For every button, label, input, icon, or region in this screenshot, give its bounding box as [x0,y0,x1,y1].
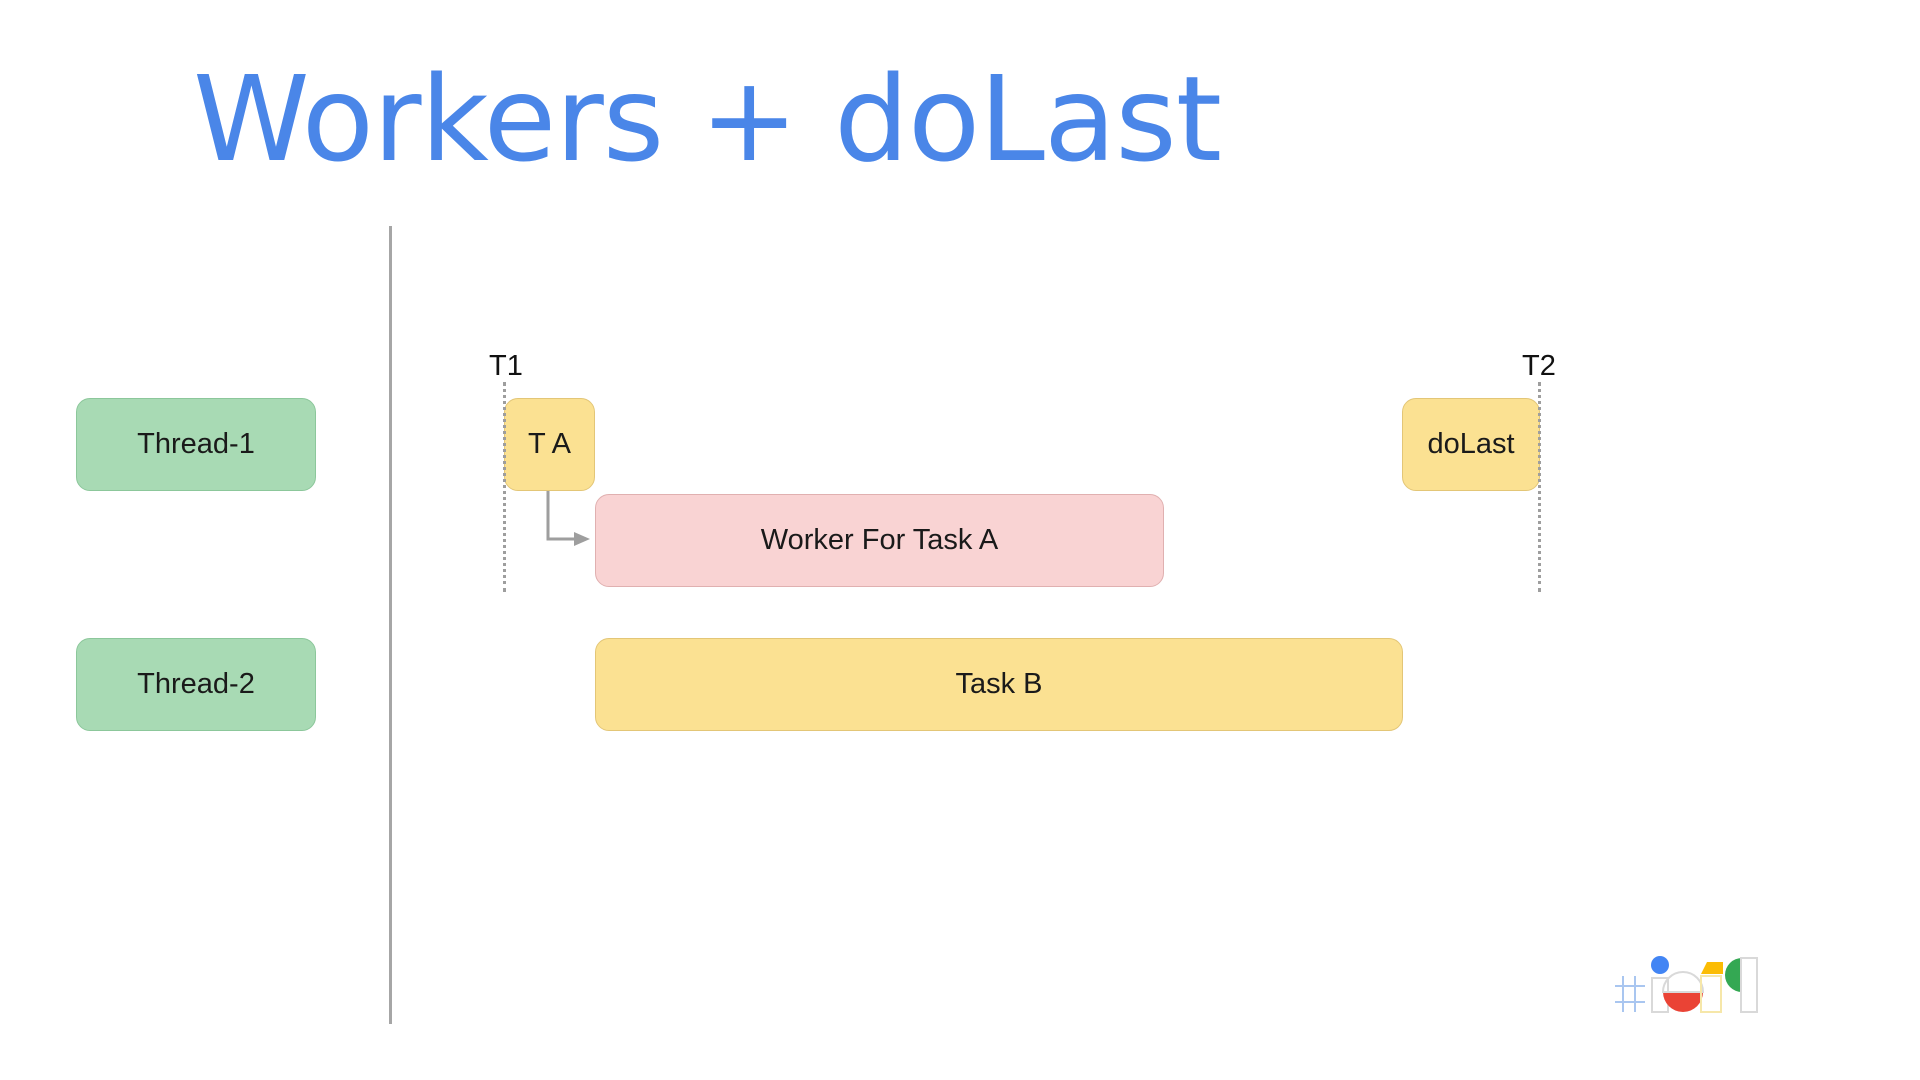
do-last-box: doLast [1402,398,1540,491]
thread-1-text: Thread-1 [137,428,255,460]
worker-task-a-box: Worker For Task A [595,494,1164,587]
marker-t1-line [503,382,506,592]
task-a-box: T A [504,398,595,491]
task-a-text: T A [528,428,571,460]
do-last-text: doLast [1427,428,1515,460]
thread-1-label: Thread-1 [76,398,316,491]
thread-2-text: Thread-2 [137,668,255,700]
timeline-divider [389,226,392,1024]
marker-t2-label: T2 [1522,350,1556,382]
thread-2-label: Thread-2 [76,638,316,731]
marker-t1-label: T1 [489,350,523,382]
worker-task-a-text: Worker For Task A [760,524,999,556]
task-b-text: Task B [955,668,1043,700]
slide-title: Workers + doLast [193,50,1222,188]
io-logo [1615,956,1758,1013]
task-b-box: Task B [595,638,1403,731]
marker-t2-line [1538,382,1541,592]
